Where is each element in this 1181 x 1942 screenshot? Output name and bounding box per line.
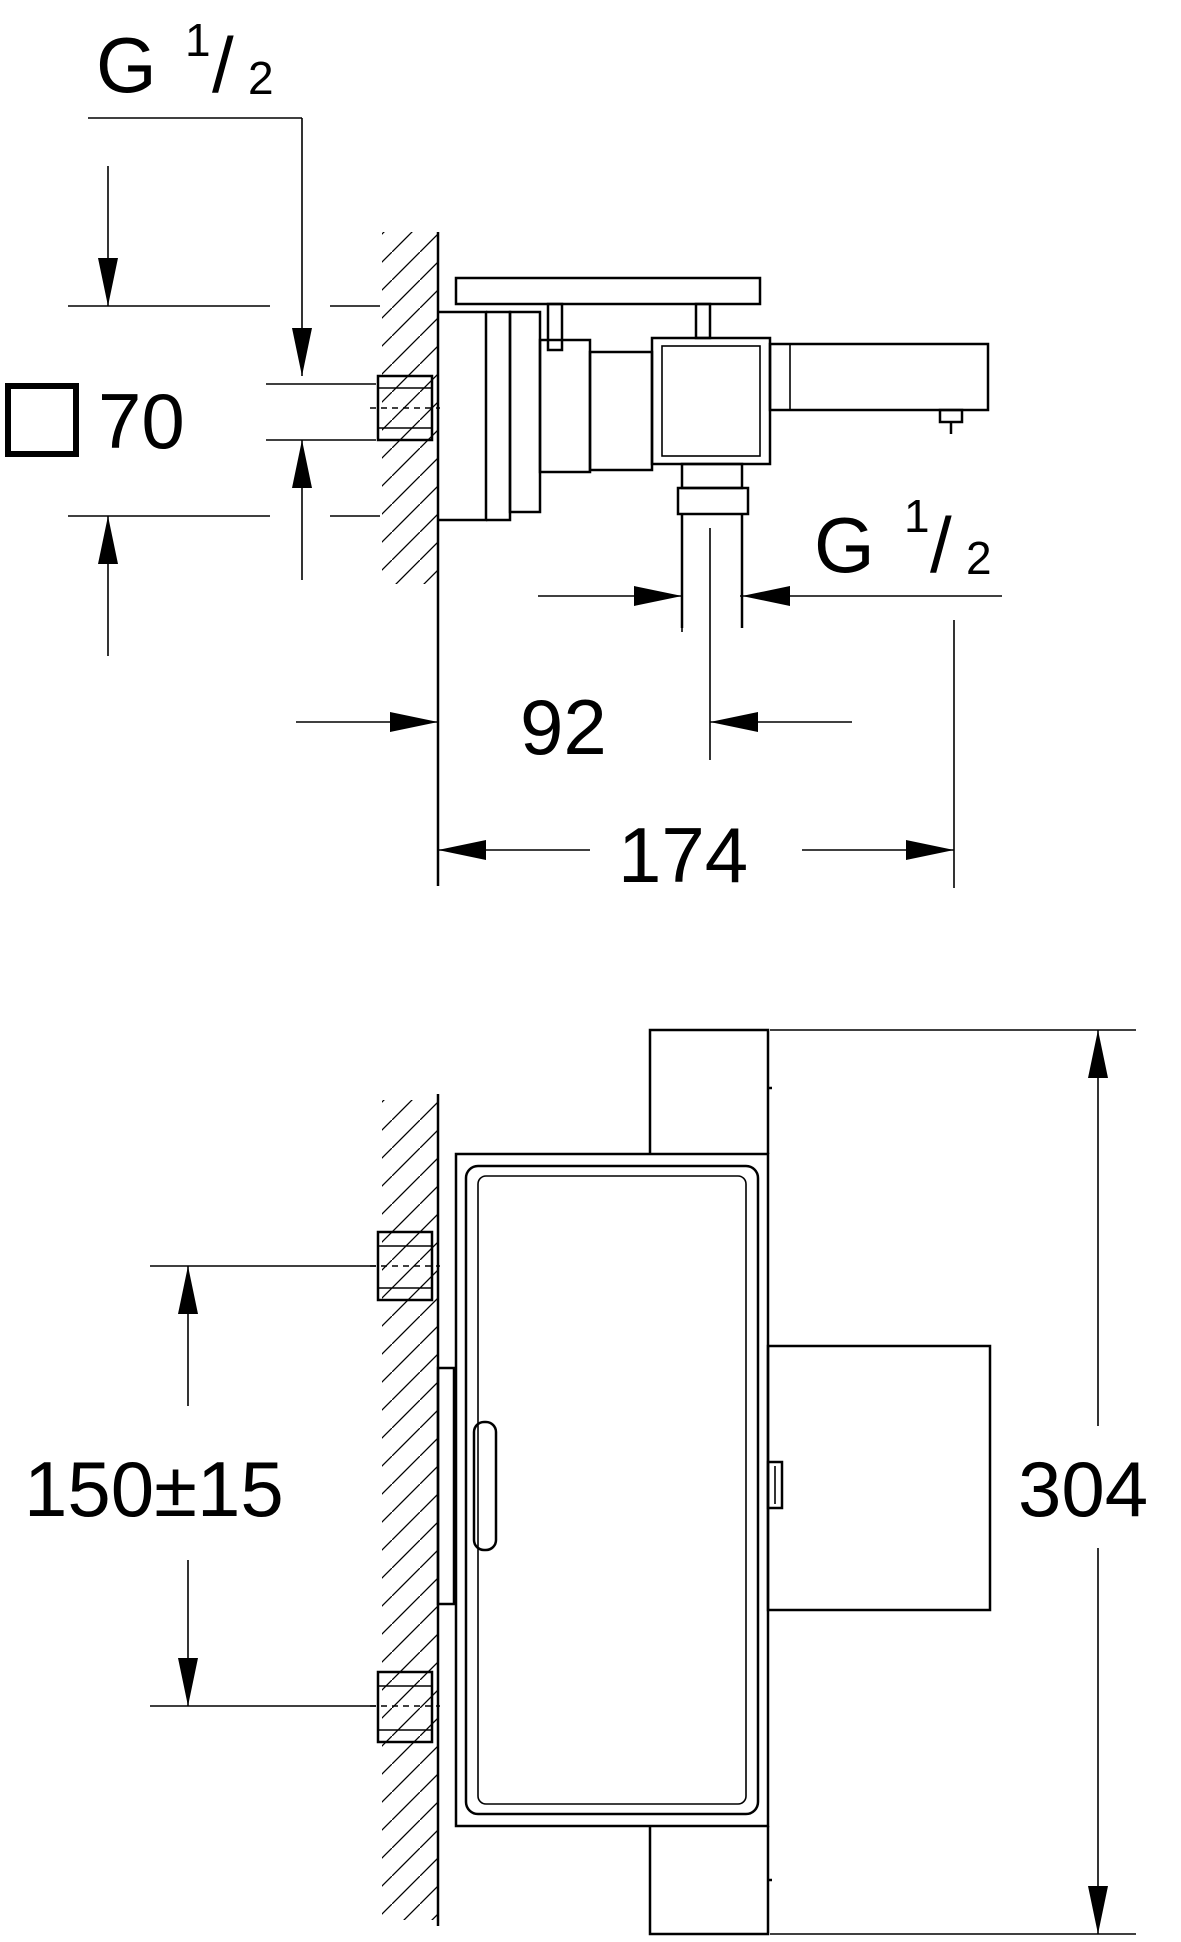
inlet-connector-side [370, 374, 440, 442]
inlet-spacing-dimension: 150±15 [24, 1265, 376, 1707]
thread-left-letter: G [96, 21, 157, 109]
spout-offset-dimension: 92 [296, 528, 852, 771]
inlet-connector-upper [370, 1230, 440, 1302]
depth-dimension: 174 [438, 620, 955, 899]
thread-right-letter: G [814, 501, 875, 589]
thread-left-num: 1 [185, 14, 211, 66]
square-symbol-icon [5, 383, 79, 457]
square-dimension: 70 [5, 166, 380, 656]
mixer-body-side [438, 276, 990, 628]
inlet-connector-lower [370, 1670, 440, 1744]
thread-left-slash: / [212, 21, 234, 109]
thread-dimension-right: G 1 / 2 [538, 490, 1002, 632]
thread-left-den: 2 [248, 52, 274, 104]
thread-dimension-left: G 1 / 2 [88, 14, 312, 580]
thread-right-slash: / [930, 501, 952, 589]
mixer-body-front [436, 1028, 992, 1936]
front-view: 150±15 304 [24, 1028, 1148, 1936]
wall-hatch-bottom [382, 1100, 438, 1920]
side-view: G 1 / 2 70 G 1 [5, 14, 1002, 899]
inlet-spacing-label: 150±15 [24, 1445, 284, 1533]
width-label: 304 [1018, 1445, 1148, 1533]
thread-right-den: 2 [966, 532, 992, 584]
width-dimension: 304 [770, 1029, 1148, 1935]
square-dimension-label: 70 [98, 377, 185, 465]
thread-right-num: 1 [904, 490, 930, 542]
spout-offset-label: 92 [520, 683, 607, 771]
depth-label: 174 [618, 811, 748, 899]
